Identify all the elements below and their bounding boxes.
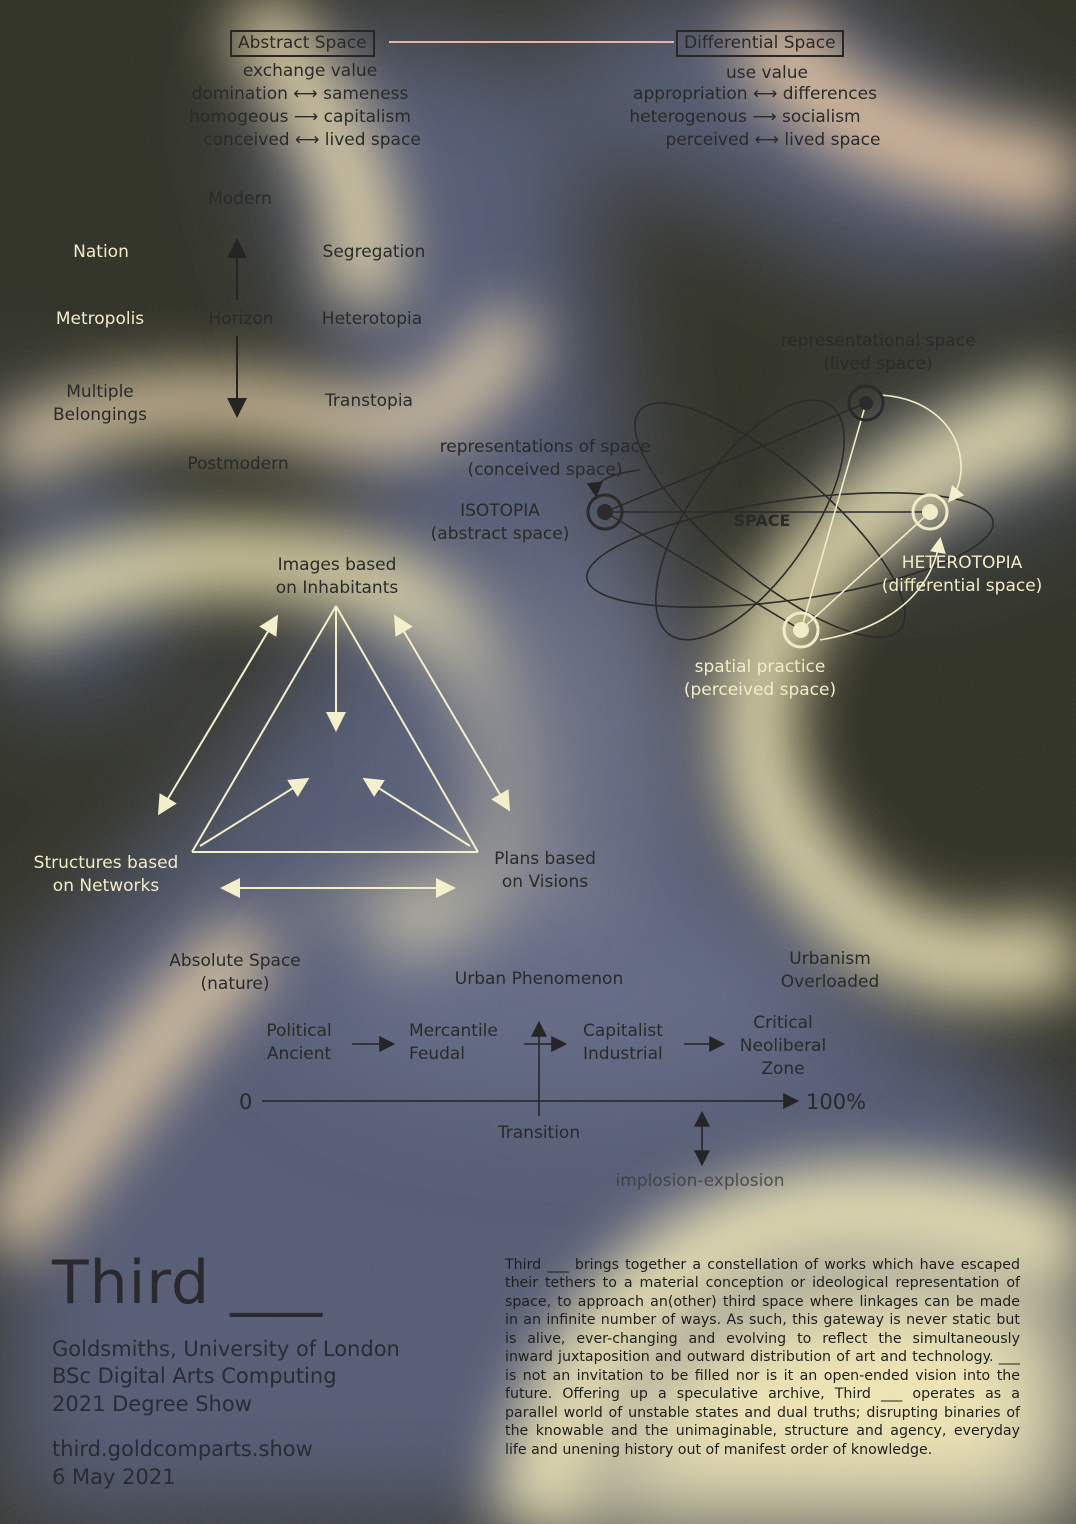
institution-line-1: Goldsmiths, University of London bbox=[52, 1337, 400, 1361]
left-line-2: domination ⟷ sameness bbox=[191, 84, 409, 104]
event-date: 6 May 2021 bbox=[52, 1465, 176, 1489]
right-line-1: use value bbox=[726, 63, 808, 83]
postmodern-label: Postmodern bbox=[187, 454, 289, 474]
right-line-4: perceived ⟷ lived space bbox=[665, 130, 881, 150]
stage-1-line-1: Political bbox=[266, 1021, 332, 1041]
heterotopia-space-label: HETEROTOPIA (differential space) bbox=[882, 552, 1043, 598]
institution-block: Goldsmiths, University of London BSc Dig… bbox=[52, 1336, 400, 1418]
representational-space-label: representational space (lived space) bbox=[780, 330, 975, 376]
stage-2-line-2: Feudal bbox=[409, 1043, 466, 1064]
structures-line-1: Structures based bbox=[33, 853, 179, 873]
transtopia-label: Transtopia bbox=[325, 391, 413, 411]
institution-line-2: BSc Digital Arts Computing bbox=[52, 1364, 337, 1389]
stage-mercantile: Mercantile Feudal bbox=[409, 1020, 498, 1066]
space-center-label: SPACE bbox=[733, 511, 791, 530]
stage-capitalist: Capitalist Industrial bbox=[583, 1020, 663, 1066]
stage-1-line-2: Ancient bbox=[266, 1043, 332, 1064]
representational-line-2: (lived space) bbox=[823, 353, 933, 374]
stage-4-line-2: Neoliberal bbox=[739, 1035, 827, 1056]
description-paragraph: Third ___ brings together a constellatio… bbox=[505, 1257, 1020, 1458]
structures-label: Structures based on Networks bbox=[34, 852, 179, 898]
structures-line-2: on Networks bbox=[52, 875, 160, 896]
urban-timeline bbox=[262, 1020, 800, 1167]
isotopia-line-2: (abstract space) bbox=[430, 523, 570, 544]
stage-political: Political Ancient bbox=[266, 1020, 331, 1066]
plans-line-1: Plans based bbox=[494, 849, 596, 869]
urbanism-line-2: Overloaded bbox=[780, 971, 880, 992]
representations-line-1: representations of space bbox=[439, 437, 651, 457]
images-line-2: on Inhabitants bbox=[275, 577, 399, 598]
zero-label: 0 bbox=[239, 1090, 253, 1114]
spatial-practice-line-2: (perceived space) bbox=[683, 679, 837, 700]
transition-label: Transition bbox=[497, 1123, 581, 1143]
left-line-1: exchange value bbox=[242, 61, 378, 81]
modern-label: Modern bbox=[208, 189, 272, 209]
heterotopia-horizon-label: Heterotopia bbox=[321, 309, 423, 329]
triangle-diagram bbox=[157, 605, 511, 898]
heterotopia-line-2: (differential space) bbox=[881, 575, 1043, 596]
spatial-practice-line-1: spatial practice bbox=[694, 657, 826, 677]
poster-title: Third ___ bbox=[52, 1248, 324, 1318]
urban-phenomenon-label: Urban Phenomenon bbox=[454, 969, 624, 989]
images-label: Images based on Inhabitants bbox=[276, 554, 398, 600]
stage-critical: Critical Neoliberal Zone bbox=[740, 1012, 826, 1081]
right-line-3: heterogenous ⟶ socialism bbox=[629, 107, 861, 127]
website-link[interactable]: third.goldcomparts.show bbox=[52, 1437, 313, 1461]
multiple-belongings-label: Multiple Belongings bbox=[53, 381, 147, 427]
heterotopia-line-1: HETEROTOPIA bbox=[901, 553, 1023, 573]
urbanism-line-1: Urbanism bbox=[789, 949, 871, 969]
horizon-label: Horizon bbox=[208, 309, 274, 329]
spatial-practice-label: spatial practice (perceived space) bbox=[684, 656, 836, 702]
left-line-4: conceived ⟷ lived space bbox=[203, 130, 421, 150]
abstract-space-label: Abstract Space bbox=[230, 30, 375, 57]
isotopia-label: ISOTOPIA (abstract space) bbox=[431, 500, 570, 546]
stage-4-line-3: Zone bbox=[761, 1058, 805, 1079]
metropolis-label: Metropolis bbox=[55, 309, 145, 329]
plans-label: Plans based on Visions bbox=[494, 848, 596, 894]
right-line-2: appropriation ⟷ differences bbox=[633, 84, 877, 104]
differential-space-label: Differential Space bbox=[676, 30, 844, 57]
hundred-percent-label: 100% bbox=[806, 1090, 867, 1114]
images-line-1: Images based bbox=[277, 555, 397, 575]
stage-4-line-1: Critical bbox=[753, 1013, 813, 1033]
absolute-line-1: Absolute Space bbox=[169, 951, 301, 971]
absolute-line-2: (nature) bbox=[200, 973, 270, 994]
space-nodes bbox=[586, 384, 949, 649]
representations-line-2: (conceived space) bbox=[467, 459, 623, 480]
multiple-line-1: Multiple bbox=[66, 382, 134, 402]
segregation-label: Segregation bbox=[322, 242, 426, 262]
space-constellation bbox=[586, 394, 994, 641]
multiple-line-2: Belongings bbox=[53, 404, 147, 425]
implosion-label: implosion-explosion bbox=[615, 1171, 785, 1191]
urbanism-label: Urbanism Overloaded bbox=[781, 948, 879, 994]
stage-3-line-1: Capitalist bbox=[583, 1021, 663, 1041]
representations-of-space-label: representations of space (conceived spac… bbox=[440, 436, 651, 482]
institution-line-3: 2021 Degree Show bbox=[52, 1391, 252, 1416]
left-line-3: homogeous ⟶ capitalism bbox=[189, 107, 411, 127]
representational-line-1: representational space bbox=[780, 331, 976, 351]
absolute-space-label: Absolute Space (nature) bbox=[169, 950, 301, 996]
stage-3-line-2: Industrial bbox=[583, 1043, 663, 1064]
isotopia-line-1: ISOTOPIA bbox=[460, 501, 540, 521]
nation-label: Nation bbox=[73, 242, 129, 262]
stage-2-line-1: Mercantile bbox=[409, 1021, 498, 1041]
plans-line-2: on Visions bbox=[501, 871, 589, 892]
